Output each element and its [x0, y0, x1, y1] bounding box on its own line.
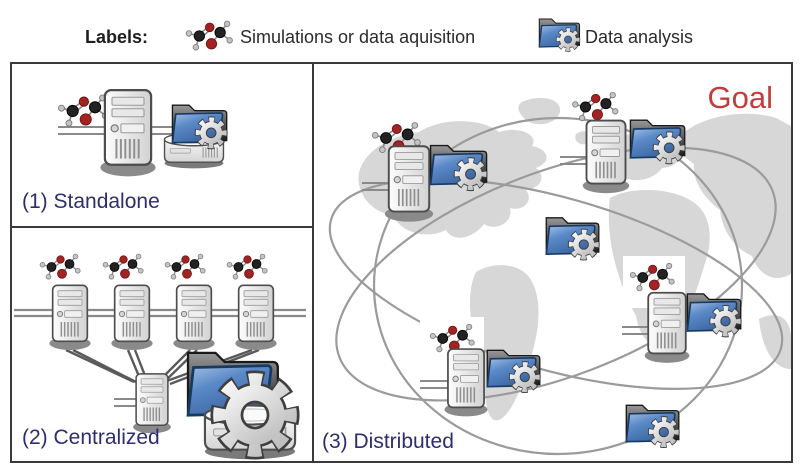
panel-centralized-label: (2) Centralized	[22, 426, 160, 449]
network-cable	[622, 326, 648, 335]
panel-standalone: (1) Standalone	[12, 64, 314, 228]
server-icon	[48, 284, 92, 351]
legend-item-simulations: Simulations or data aquisition	[240, 27, 476, 47]
folder-gear-icon	[542, 208, 602, 264]
molecule-icon	[39, 253, 81, 280]
panel-grid: (1) Standalone	[10, 62, 793, 463]
network-cable	[150, 126, 190, 135]
panel-distributed-label: (3) Distributed	[322, 430, 454, 453]
server-icon	[99, 89, 157, 178]
server-icon	[581, 119, 631, 195]
folder-gear-icon	[483, 341, 543, 396]
panel-distributed: Goal	[314, 64, 791, 461]
folder-gear-icon	[426, 136, 490, 194]
molecule-icon	[102, 253, 144, 280]
folder-gear-icon	[683, 285, 744, 340]
network-cable	[362, 182, 390, 191]
gear-icon	[210, 370, 300, 460]
panel-centralized: (2) Centralized	[12, 228, 314, 461]
legend-title: Labels:	[85, 27, 149, 47]
server-icon	[110, 284, 154, 351]
network-cable	[58, 126, 108, 135]
central-server-icon	[132, 373, 172, 434]
molecule-icon	[164, 253, 206, 280]
folder-gear-icon	[168, 96, 230, 152]
folder-gear-icon	[536, 12, 582, 54]
network-cable	[420, 380, 448, 389]
network-cable	[560, 156, 586, 165]
molecule-icon	[185, 20, 234, 51]
molecule-icon	[226, 253, 268, 280]
panel-standalone-label: (1) Standalone	[22, 190, 160, 213]
folder-gear-icon	[626, 111, 688, 167]
network-cable	[114, 398, 136, 407]
legend-item-analysis: Data analysis	[585, 27, 694, 47]
folder-gear-icon	[622, 396, 682, 451]
goal-annotation: Goal	[707, 80, 773, 115]
